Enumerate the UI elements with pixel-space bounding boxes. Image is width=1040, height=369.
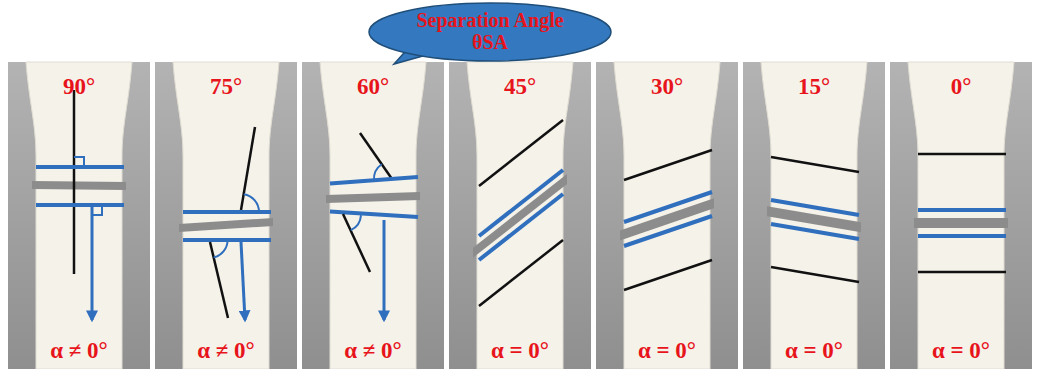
angle-label: 90° [63, 74, 95, 99]
specimen-45 [449, 62, 591, 369]
specimen-panel: 45° α = 0° [449, 62, 591, 369]
alpha-label: α ≠ 0° [197, 338, 255, 363]
specimen-30 [596, 62, 738, 369]
specimen-0 [890, 62, 1032, 369]
alpha-label: α ≠ 0° [344, 338, 402, 363]
angle-label: 45° [504, 74, 536, 99]
callout-bubble: Separation Angle θSA [368, 2, 612, 62]
specimen-panel: 30° α = 0° [596, 62, 738, 369]
angle-label: 30° [651, 74, 683, 99]
alpha-label: α = 0° [932, 338, 990, 363]
angle-label: 75° [210, 74, 242, 99]
alpha-label: α = 0° [638, 338, 696, 363]
specimen-panel: 90° α ≠ 0° [8, 62, 150, 369]
alpha-label: α = 0° [785, 338, 843, 363]
angle-label: 0° [951, 74, 972, 99]
specimen-75 [155, 62, 297, 369]
alpha-label: α ≠ 0° [50, 338, 108, 363]
specimen-panel: 0° α = 0° [890, 62, 1032, 369]
angle-label: 15° [798, 74, 830, 99]
callout-ellipse [369, 3, 611, 61]
angle-label: 60° [357, 74, 389, 99]
specimen-90 [8, 62, 150, 369]
alpha-label: α = 0° [491, 338, 549, 363]
specimen-panel: 60° α ≠ 0° [302, 62, 444, 369]
specimen-15 [743, 62, 885, 369]
specimen-60 [302, 62, 444, 369]
specimen-panel: 15° α = 0° [743, 62, 885, 369]
specimen-panel: 75° α ≠ 0° [155, 62, 297, 369]
callout-text: Separation Angle θSA [415, 10, 565, 53]
